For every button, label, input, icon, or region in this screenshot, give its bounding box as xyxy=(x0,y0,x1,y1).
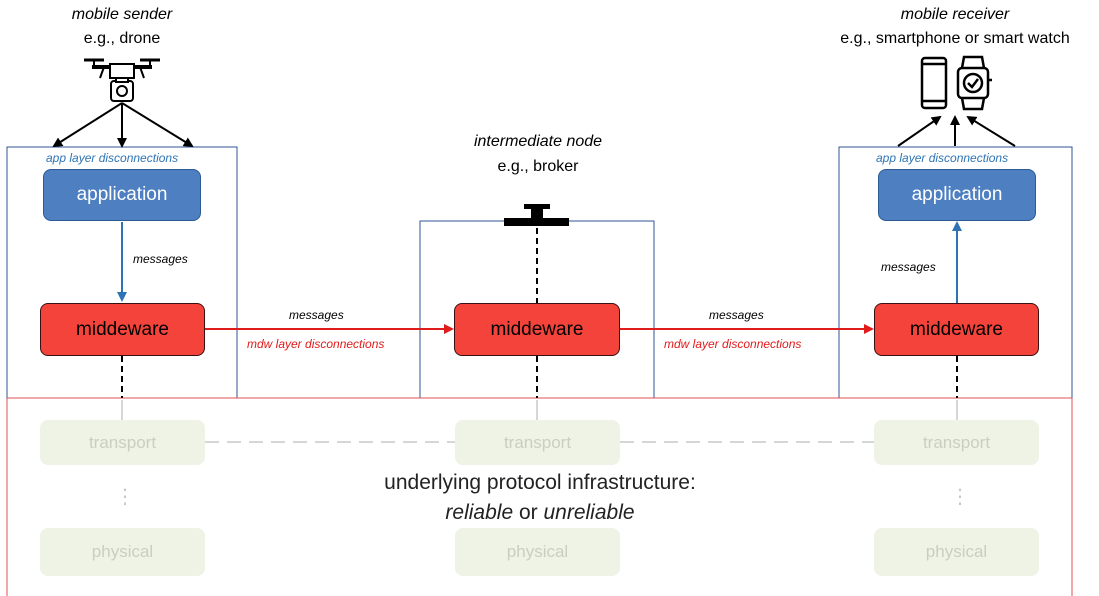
broker-node-icon xyxy=(504,204,569,226)
broker-transport-box: transport xyxy=(455,420,620,465)
smartphone-icon xyxy=(920,56,948,110)
sender-transport-box: transport xyxy=(40,420,205,465)
reliable-word: reliable xyxy=(445,501,514,524)
broker-title: intermediate node xyxy=(473,133,603,150)
infrastructure-frame xyxy=(6,397,1073,596)
sender-layer-ellipsis: ⋮ xyxy=(115,486,135,508)
receiver-messages-label: messages xyxy=(881,260,936,274)
right-link-messages-label: messages xyxy=(709,308,764,322)
left-link-disconnections-label: mdw layer disconnections xyxy=(247,337,385,351)
receiver-arrow-left xyxy=(897,115,942,147)
infrastructure-caption-line2: reliable or unreliable xyxy=(290,499,790,527)
receiver-arrow-right xyxy=(966,115,1016,147)
sender-middleware-box: middeware xyxy=(40,303,205,356)
sender-app-disconnections-label: app layer disconnections xyxy=(46,151,179,165)
sender-physical-box: physical xyxy=(40,528,205,576)
receiver-layer-ellipsis: ⋮ xyxy=(950,486,970,508)
sender-title: mobile sender xyxy=(71,6,173,23)
receiver-physical-box: physical xyxy=(874,528,1039,576)
receiver-title: mobile receiver xyxy=(900,6,1010,23)
right-link-disconnections-label: mdw layer disconnections xyxy=(664,337,802,351)
receiver-app-disconnections-label: app layer disconnections xyxy=(876,151,1009,165)
broker-physical-box: physical xyxy=(455,528,620,576)
receiver-subtitle: e.g., smartphone or smart watch xyxy=(840,30,1070,47)
or-word: or xyxy=(513,501,544,524)
receiver-middleware-box: middeware xyxy=(874,303,1039,356)
left-link-messages-label: messages xyxy=(289,308,344,322)
infrastructure-caption-line1: underlying protocol infrastructure: xyxy=(384,471,696,494)
smartwatch-icon xyxy=(956,55,992,111)
broker-subtitle: e.g., broker xyxy=(497,158,579,175)
receiver-application-box: application xyxy=(878,169,1036,221)
sender-application-box: application xyxy=(43,169,201,221)
sender-messages-label: messages xyxy=(133,252,188,266)
broker-middleware-box: middeware xyxy=(454,303,620,356)
drone-arrow-left xyxy=(52,102,123,148)
drone-arrow-right xyxy=(121,102,194,148)
unreliable-word: unreliable xyxy=(543,501,635,524)
drone-icon xyxy=(84,58,160,102)
sender-subtitle: e.g., drone xyxy=(83,30,161,47)
receiver-transport-box: transport xyxy=(874,420,1039,465)
